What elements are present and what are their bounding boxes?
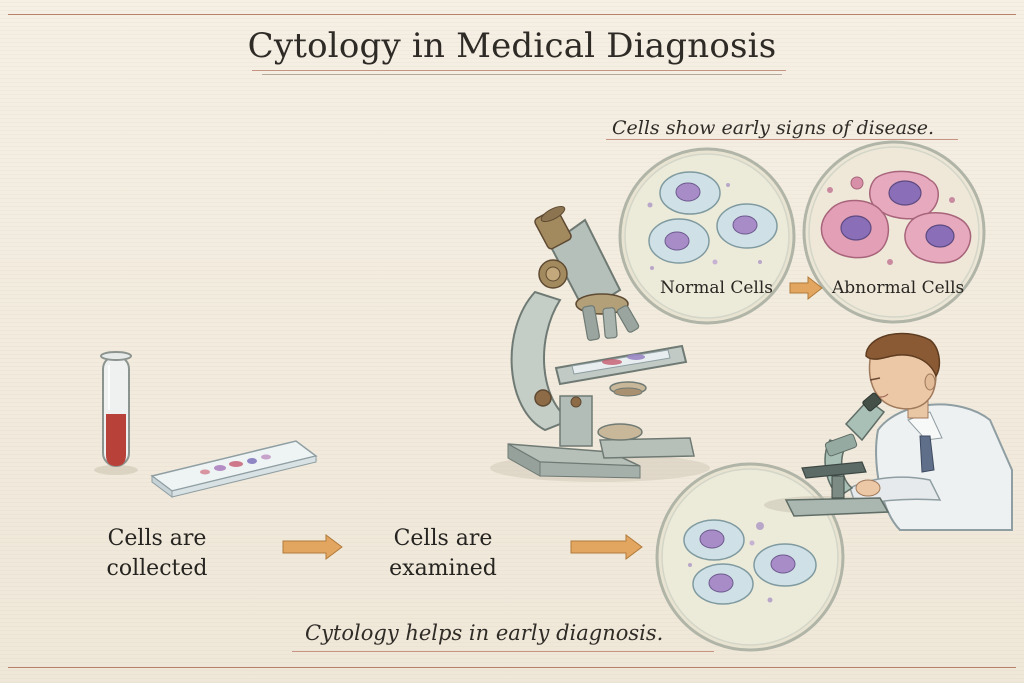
normal-cells-label: Normal Cells — [660, 278, 773, 298]
step-examined-caption: Cells are examined — [380, 524, 506, 584]
magnified-cells-diagram — [655, 462, 845, 652]
page-title: Cytology in Medical Diagnosis — [247, 26, 777, 66]
step-collected-line1: Cells are — [107, 526, 207, 551]
normal-cells-diagram — [618, 147, 796, 325]
process-arrow-icon — [570, 534, 643, 560]
conclusion-underline — [292, 651, 714, 652]
disease-note-underline — [606, 139, 958, 140]
scientist-illustration — [764, 332, 1013, 531]
conclusion-text: Cytology helps in early diagnosis. — [305, 621, 664, 645]
top-border-rule — [8, 14, 1016, 15]
abnormal-cells-label: Abnormal Cells — [832, 278, 965, 298]
title-underline — [252, 70, 786, 71]
microscope-icon — [490, 205, 710, 482]
disease-note: Cells show early signs of disease. — [612, 117, 935, 139]
glass-slide-icon — [150, 440, 318, 498]
step-examined-line1: Cells are — [393, 526, 493, 551]
step-collected-caption: Cells are collected — [94, 524, 220, 584]
process-arrow-icon — [282, 534, 343, 560]
abnormal-cells-diagram — [802, 140, 986, 324]
title-underline-secondary — [262, 74, 782, 75]
comparison-arrow-icon — [789, 275, 823, 301]
bottom-border-rule — [8, 667, 1016, 668]
step-collected-line2: collected — [106, 556, 208, 581]
test-tube-icon — [94, 351, 138, 475]
step-examined-line2: examined — [389, 556, 497, 581]
